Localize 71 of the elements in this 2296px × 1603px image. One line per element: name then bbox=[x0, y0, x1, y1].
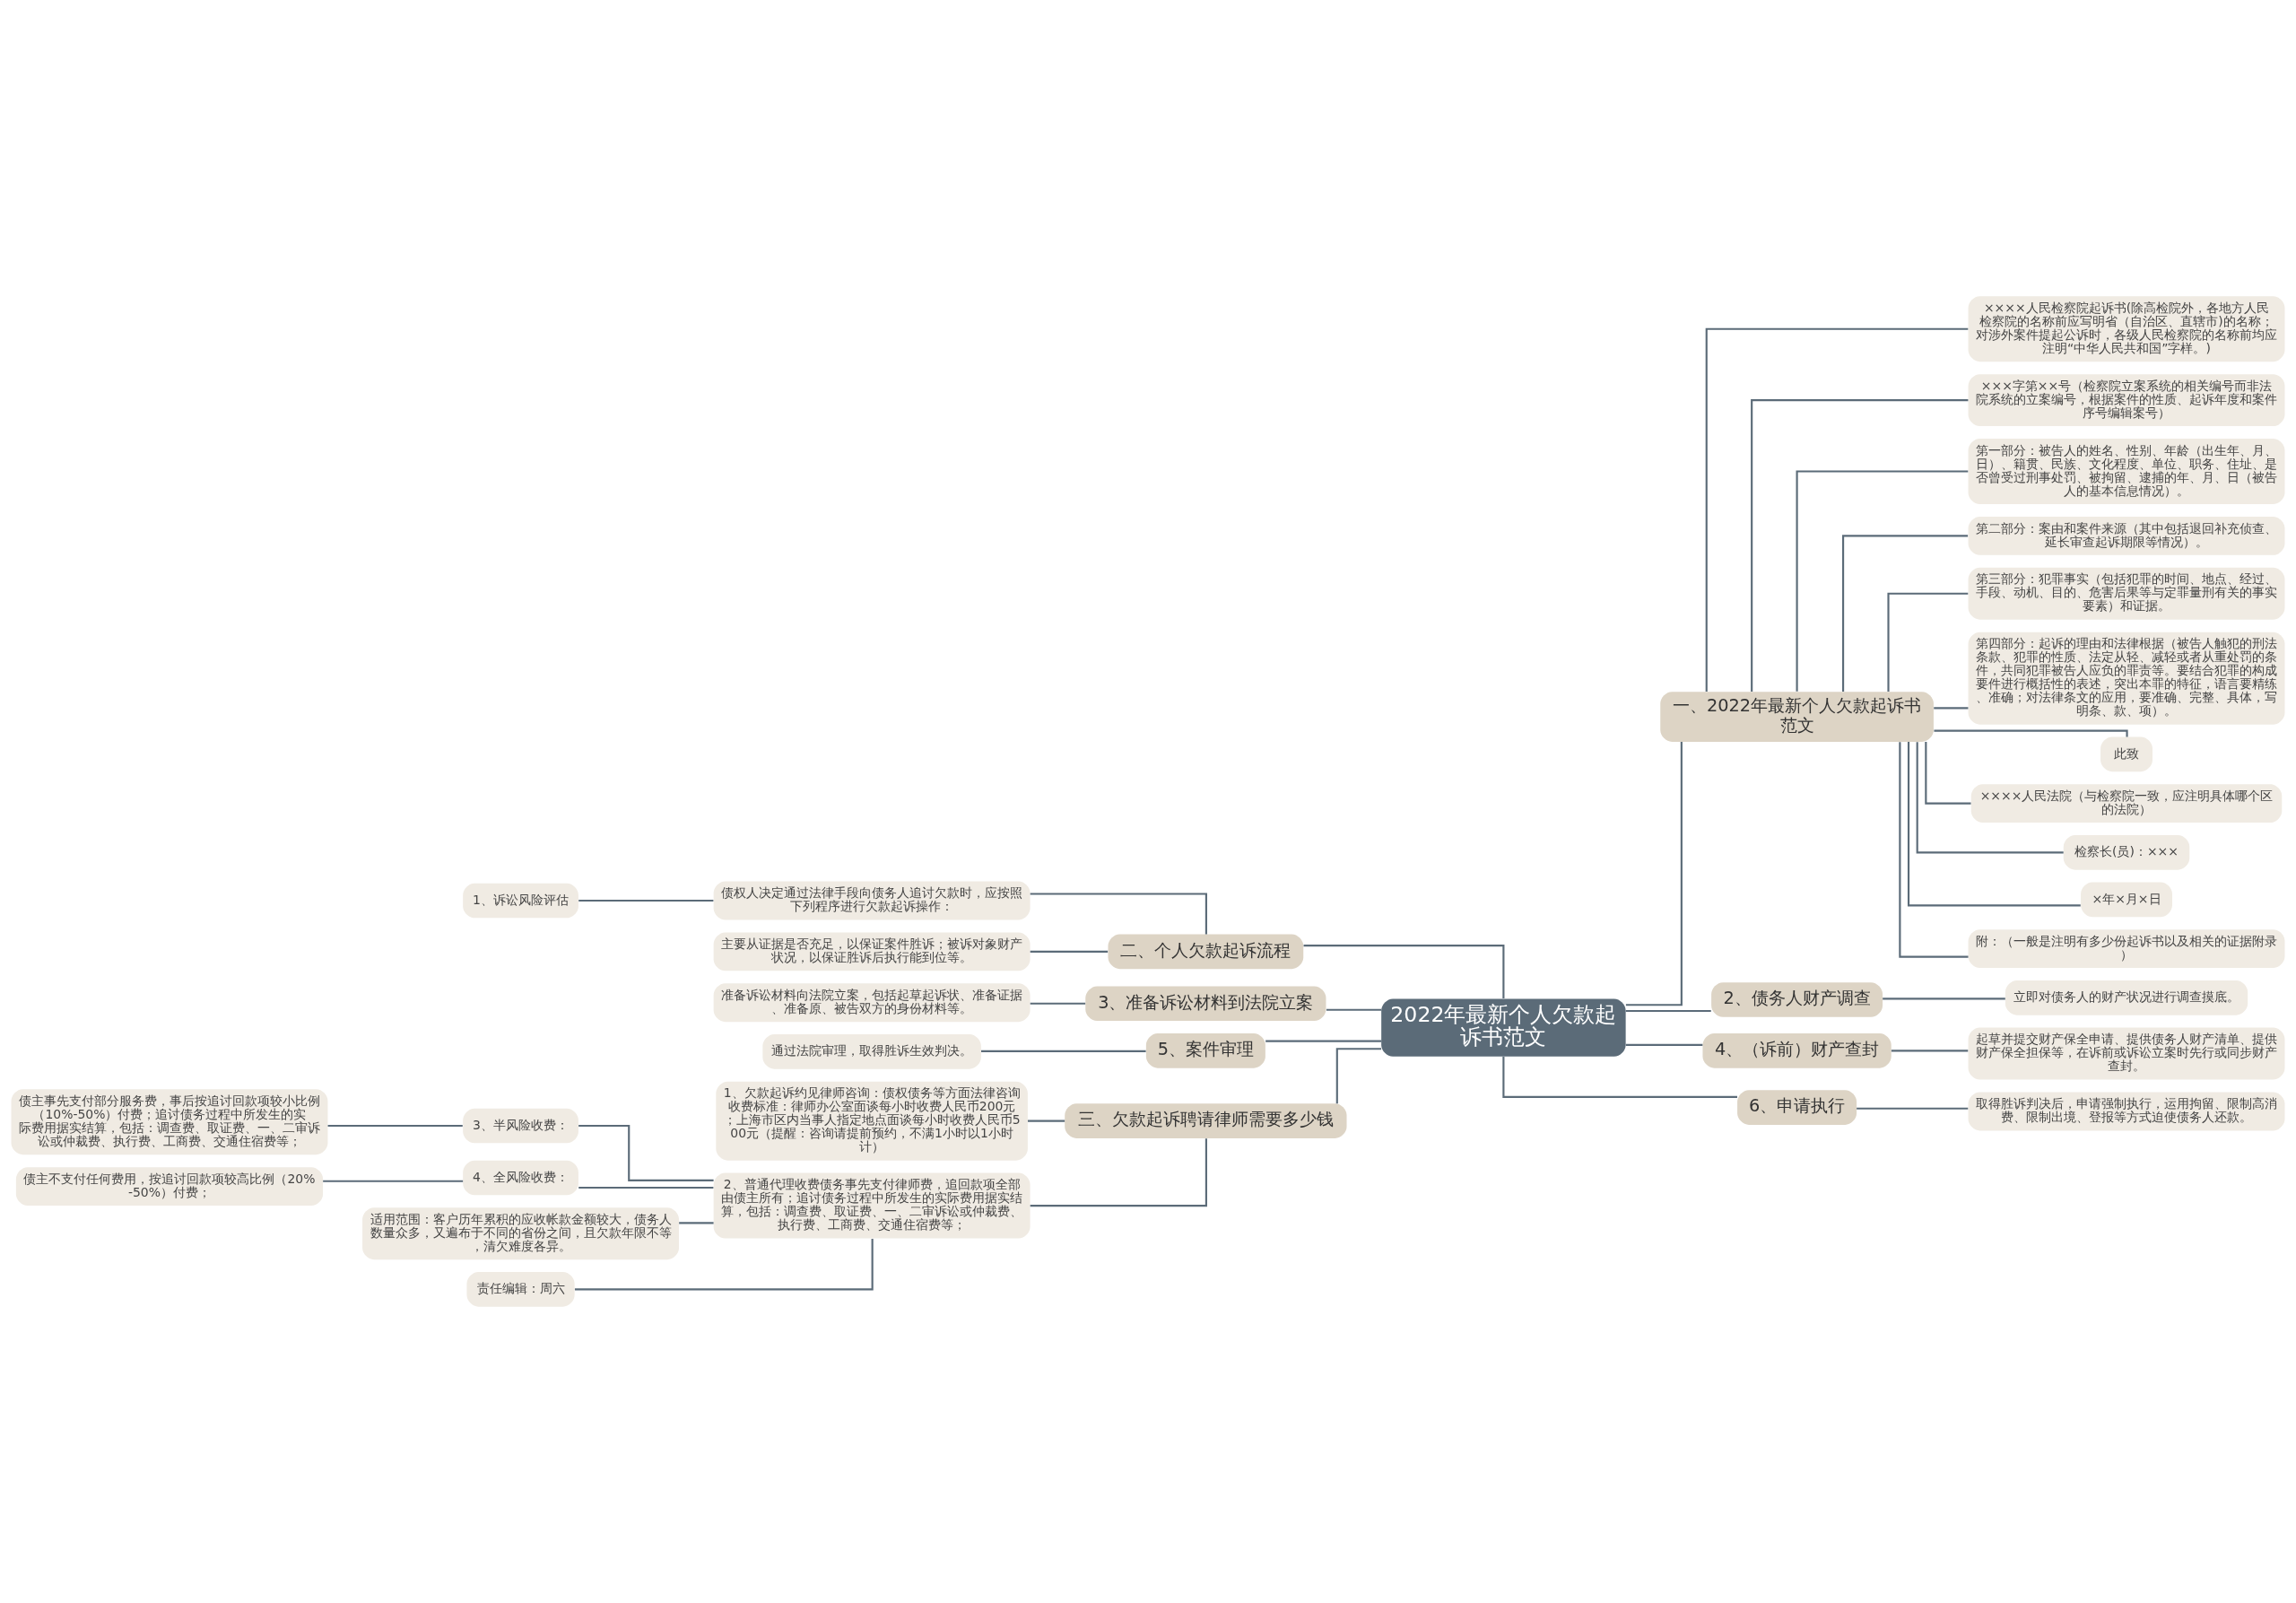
node-box: 债主事先支付部分服务费，事后按追讨回款项较小比例（10%-50%）付费；追讨债务过程中所发生的实际费用据实结算，包括：调查费、取证费、一、二审诉讼或仲裁费、执行费、工商费、交通住宿费等； bbox=[11, 1089, 328, 1155]
connector bbox=[1934, 729, 2128, 737]
node-box: ×年×月×日 bbox=[2081, 882, 2172, 918]
node-box: 2、债务人财产调查 bbox=[1711, 982, 1883, 1017]
connector bbox=[323, 1180, 464, 1182]
connector bbox=[1934, 707, 1969, 710]
node-box: 此致 bbox=[2100, 736, 2152, 772]
connector bbox=[327, 1124, 463, 1128]
connector bbox=[1796, 470, 1969, 692]
connector bbox=[1625, 742, 1683, 1006]
connector bbox=[1887, 592, 1969, 692]
connector bbox=[1265, 1040, 1382, 1042]
node-box: 主要从证据是否充足，以保证案件胜诉；被诉对象财产状况，以保证胜诉后执行能到位等。 bbox=[713, 932, 1031, 971]
connector bbox=[1625, 1009, 1711, 1013]
connector bbox=[1335, 1048, 1382, 1104]
connector bbox=[1028, 1119, 1065, 1122]
node-box: 准备诉讼材料向法院立案，包括起草起诉状、准备证据、准备原、被告双方的身份材料等。 bbox=[713, 983, 1031, 1023]
connector bbox=[578, 1186, 714, 1189]
connector bbox=[1899, 742, 1969, 958]
node-box: 2022年最新个人欠款起诉书范文 bbox=[1381, 998, 1626, 1057]
node-box: 3、半风险收费： bbox=[463, 1108, 578, 1144]
connector bbox=[1857, 1107, 1969, 1110]
connector bbox=[1030, 1002, 1086, 1005]
node-box: 第三部分：犯罪事实（包括犯罪的时间、地点、经过、手段、动机、目的、危害后果等与定罪量刑有关的事实要素）和证据。 bbox=[1968, 567, 2285, 620]
connector bbox=[1842, 535, 1969, 693]
connector bbox=[1030, 1138, 1207, 1207]
node-box: 1、欠款起诉约见律师咨询：债权债务等方面法律咨询收费标准：律师办公室面谈每小时收费人民币200元；上海市区内当事人指定地点面谈每小时收费人民币500元（提醒：咨询请提前预约，不满1小时以1小时计） bbox=[716, 1081, 1028, 1161]
connector bbox=[1625, 1043, 1703, 1046]
connector bbox=[679, 1222, 714, 1224]
node-box: 适用范围：客户历年累积的应收帐款金额较大，债务人数量众多，又遍布于不同的省份之间，且欠款年限不等，清欠难度各异。 bbox=[362, 1207, 679, 1260]
node-box: 6、申请执行 bbox=[1737, 1090, 1857, 1125]
connector bbox=[1326, 1008, 1381, 1011]
connector bbox=[1883, 998, 2005, 1000]
node-box: 5、案件审理 bbox=[1145, 1033, 1265, 1068]
node-box: 检察长(员)：××× bbox=[2063, 835, 2190, 870]
connector bbox=[1751, 399, 1969, 693]
node-box: ×××字第××号（检察院立案系统的相关编号而非法院系统的立案编号，根据案件的性质、起诉年度和案件序号编辑案号） bbox=[1968, 374, 2285, 427]
connector bbox=[574, 1238, 874, 1291]
node-box: 立即对债务人的财产状况进行调查摸底。 bbox=[2005, 980, 2248, 1015]
node-box: 第四部分：起诉的理由和法律根据（被告人触犯的刑法条款、犯罪的性质、法定从轻、减轻或者从重处罚的条件，共同犯罪被告人应负的罪责等。要结合犯罪的构成要件进行概括性的表述，突出本罪的特征，语言要精练、准确；对法律条文的应用，要准确、完整、具体，写明条、款、项）。 bbox=[1968, 632, 2285, 725]
connector bbox=[1925, 742, 1971, 805]
node-box: 4、全风险收费： bbox=[463, 1160, 578, 1196]
node-box: 责任编辑：周六 bbox=[466, 1272, 575, 1307]
node-box: ××××人民检察院起诉书(除高检院外，各地方人民检察院的名称前应写明省（自治区、直辖市)的名称；对涉外案件提起公诉时，各级人民检察院的名称前均应注明“中华人民共和国”字样。) bbox=[1968, 296, 2285, 362]
node-box: 通过法院审理，取得胜诉生效判决。 bbox=[762, 1034, 981, 1069]
node-box: 2、普通代理收费债务事先支付律师费，追回款项全部由债主所有；追讨债务过程中所发生的实际费用据实结算，包括：调查费、取证费、一、二审诉讼或仲裁费、执行费、工商费、交通住宿费等； bbox=[713, 1172, 1031, 1239]
node-box: 附：（一般是注明有多少份起诉书以及相关的证据附录） bbox=[1968, 929, 2285, 969]
connector bbox=[1030, 950, 1109, 953]
connector bbox=[981, 1050, 1146, 1052]
connector bbox=[1891, 1050, 1969, 1052]
node-box: 4、（诉前）财产查封 bbox=[1702, 1033, 1892, 1068]
connector bbox=[1705, 327, 1969, 693]
node-box: 取得胜诉判决后，申请强制执行，运用拘留、限制高消费、限制出境、登报等方式迫使债务人还款。 bbox=[1968, 1092, 2285, 1131]
node-box: 债权人决定通过法律手段向债务人追讨欠款时，应按照下列程序进行欠款起诉操作： bbox=[713, 881, 1031, 920]
node-box: 一、2022年最新个人欠款起诉书范文 bbox=[1660, 692, 1934, 742]
connector bbox=[1303, 945, 1505, 999]
node-box: ××××人民法院（与检察院一致，应注明具体哪个区的法院） bbox=[1970, 784, 2283, 823]
connector bbox=[578, 1124, 714, 1181]
connector bbox=[1030, 893, 1207, 935]
node-box: 第二部分：案由和案件来源（其中包括退回补充侦查、延长审查起诉期限等情况）。 bbox=[1968, 516, 2285, 555]
node-box: 债主不支付任何费用，按追讨回款项较高比例（20%-50%）付费； bbox=[15, 1167, 324, 1207]
node-box: 三、欠款起诉聘请律师需要多少钱 bbox=[1065, 1103, 1347, 1138]
connector bbox=[1907, 742, 2081, 907]
node-box: 1、诉讼风险评估 bbox=[463, 883, 578, 919]
node-box: 第一部分：被告人的姓名、性别、年龄（出生年、月、日）、籍贯、民族、文化程度、单位、职务、住址、是否曾受过刑事处罚、被拘留、逮捕的年、月、日（被告人的基本信息情况）。 bbox=[1968, 439, 2285, 504]
node-box: 起草并提交财产保全申请、提供债务人财产清单、提供财产保全担保等，在诉前或诉讼立案时先行或同步财产查封。 bbox=[1968, 1027, 2285, 1080]
connector bbox=[1502, 1056, 1737, 1098]
node-box: 3、准备诉讼材料到法院立案 bbox=[1085, 986, 1326, 1022]
connector bbox=[578, 899, 714, 902]
connector bbox=[1916, 742, 2064, 854]
node-box: 二、个人欠款起诉流程 bbox=[1108, 934, 1304, 970]
